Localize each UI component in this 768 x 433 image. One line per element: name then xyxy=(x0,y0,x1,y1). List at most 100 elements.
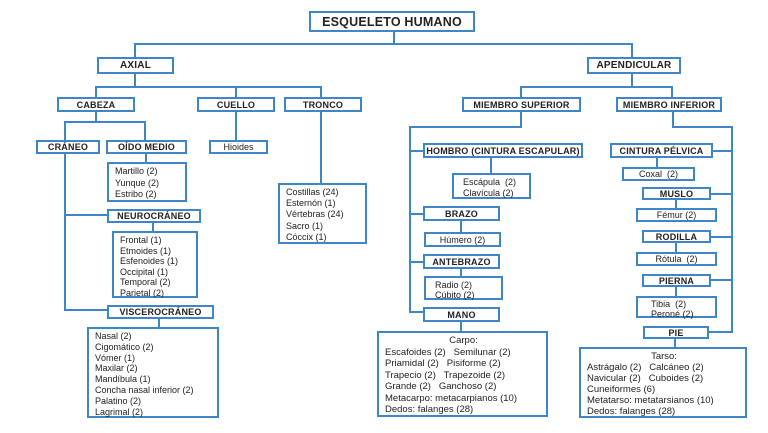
connector-line xyxy=(672,111,674,128)
node-viscerocraneo: VISCEROCRÁNEO xyxy=(107,305,214,319)
connector-line xyxy=(674,338,676,347)
node-viscerocraneo-bones: Nasal (2) Cigomático (2) Vómer (1) Maxil… xyxy=(87,327,219,418)
bone-item: Peroné (2) xyxy=(651,308,694,319)
bone-item: Parietal (2) xyxy=(120,287,165,298)
connector-line xyxy=(675,286,677,296)
node-cabeza: CABEZA xyxy=(57,97,135,112)
bone-item: Esfenoides (1) xyxy=(120,256,179,266)
connector-line xyxy=(520,86,522,97)
connector-line xyxy=(409,126,411,313)
bone-item: Priamidal (2) Pisiforme (2) xyxy=(385,358,501,369)
connector-line xyxy=(731,126,733,333)
connector-line xyxy=(134,73,136,88)
bone-item: Metacarpo: metacarpianos (10) xyxy=(385,392,518,404)
bone-item: Frontal (1) xyxy=(120,235,162,245)
bone-item: Palatino (2) xyxy=(95,395,142,406)
connector-line xyxy=(708,331,733,333)
bone-item: Esternón (1) xyxy=(286,198,336,209)
node-craneo: CRÁNEO xyxy=(36,140,100,154)
connector-line xyxy=(134,43,136,57)
node-rotula: Rótula (2) xyxy=(636,252,717,266)
node-apendicular: APENDICULAR xyxy=(587,57,681,74)
node-tronco: TRONCO xyxy=(284,97,362,112)
connector-line xyxy=(520,111,522,128)
connector-line xyxy=(64,214,108,216)
bone-item: Nasal (2) xyxy=(95,331,132,341)
bone-item: Clavícula (2) xyxy=(463,187,514,198)
node-rodilla: RODILLA xyxy=(642,230,711,243)
bone-item: Dedos: falanges (28) xyxy=(587,406,676,417)
bone-item: Dedos: falanges (28) xyxy=(385,404,474,415)
bone-item: Estribo (2) xyxy=(115,189,157,199)
node-neurocraneo-bones: Frontal (1) Etmoides (1) Esfenoides (1) … xyxy=(112,231,198,298)
bone-item: Costillas (24) xyxy=(286,187,339,197)
bone-item: Cúbito (2) xyxy=(435,290,475,300)
bone-item: Cóccix (1) xyxy=(286,231,327,242)
bone-item: Escápula (2) xyxy=(463,177,517,187)
node-mano: MANO xyxy=(423,307,500,322)
node-axial: AXIAL xyxy=(97,57,174,74)
connector-line xyxy=(710,193,733,195)
connector-line xyxy=(134,43,633,45)
bone-item: Martillo (2) xyxy=(115,166,158,176)
node-antebrazo-bones: Radio (2) Cúbito (2) xyxy=(424,276,503,300)
connector-line xyxy=(409,311,425,313)
bone-item: Sacro (1) xyxy=(286,220,324,231)
connector-line xyxy=(145,153,147,162)
connector-line xyxy=(631,73,633,88)
bone-item: Tibia (2) xyxy=(651,299,687,309)
node-humero: Húmero (2) xyxy=(424,232,501,247)
bone-item: Maxilar (2) xyxy=(95,363,138,374)
bone-item: Vómer (1) xyxy=(95,352,136,363)
node-neurocraneo: NEUROCRÁNEO xyxy=(107,209,201,223)
node-hombro: HOMBRO (CINTURA ESCAPULAR) xyxy=(423,143,583,158)
connector-line xyxy=(710,279,733,281)
node-pie-bones: Tarso: Astrágalo (2) Calcáneo (2) Navicu… xyxy=(579,347,747,418)
connector-line xyxy=(409,150,425,152)
bone-item: Mandíbula (1) xyxy=(95,374,151,385)
node-tronco-bones: Costillas (24) Esternón (1) Vértebras (2… xyxy=(278,183,367,244)
bone-item: Radio (2) xyxy=(435,280,473,290)
bone-group-header: Tarso: xyxy=(651,351,677,362)
bone-item: Occipital (1) xyxy=(120,266,169,277)
bone-item: Vértebras (24) xyxy=(286,209,344,220)
bone-item: Yunque (2) xyxy=(115,177,160,188)
connector-line xyxy=(64,309,108,311)
connector-line xyxy=(672,126,733,128)
connector-line xyxy=(235,86,237,97)
node-muslo: MUSLO xyxy=(642,187,711,200)
connector-line xyxy=(95,86,97,97)
bone-item: Escafoides (2) Semilunar (2) xyxy=(385,346,511,358)
connector-line xyxy=(95,111,97,123)
connector-line xyxy=(490,157,492,173)
node-pierna: PIERNA xyxy=(642,274,711,287)
connector-line xyxy=(671,86,673,97)
connector-line xyxy=(95,86,322,88)
bone-item: Cuneiformes (6) xyxy=(587,384,656,395)
connector-line xyxy=(460,221,462,232)
node-esqueleto-humano: ESQUELETO HUMANO xyxy=(309,11,475,32)
bone-item: Trapecio (2) Trapezoide (2) xyxy=(385,369,506,381)
connector-line xyxy=(675,199,677,208)
connector-line xyxy=(393,31,395,44)
bone-item: Etmoides (1) xyxy=(120,245,172,256)
connector-line xyxy=(64,153,66,311)
node-oido-medio: OÍDO MEDIO xyxy=(106,140,187,154)
connector-line xyxy=(675,242,677,252)
node-brazo: BRAZO xyxy=(423,206,500,221)
connector-line xyxy=(158,318,160,327)
bone-item: Metatarso: metatarsianos (10) xyxy=(587,395,714,406)
bone-item: Concha nasal inferior (2) xyxy=(95,384,194,395)
connector-line xyxy=(64,121,146,123)
bone-group-header: Carpo: xyxy=(449,335,478,346)
connector-line xyxy=(409,261,425,263)
node-hioides: Hioides xyxy=(209,140,268,154)
connector-line xyxy=(460,321,462,331)
connector-line xyxy=(631,43,633,57)
connector-line xyxy=(409,126,522,128)
connector-line xyxy=(320,111,322,183)
node-coxal: Coxal (2) xyxy=(622,167,695,181)
connector-line xyxy=(460,268,462,276)
bone-item: Navicular (2) Cuboides (2) xyxy=(587,373,704,384)
